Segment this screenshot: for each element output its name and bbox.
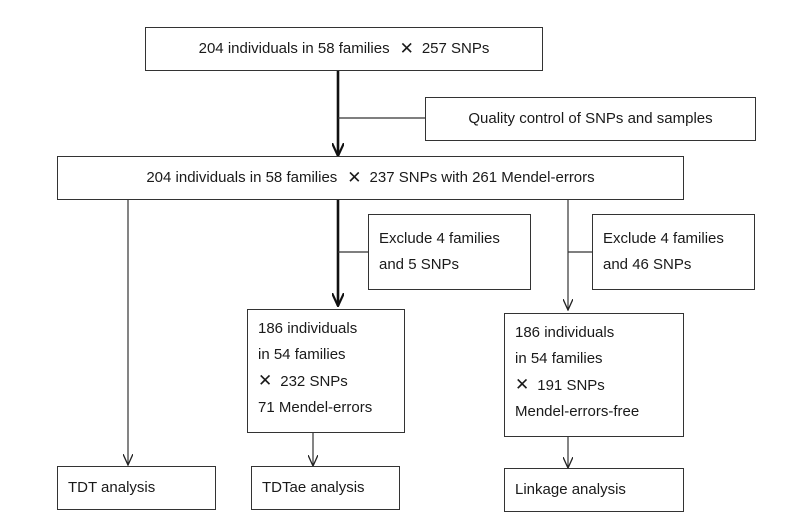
box-tdt-analysis: TDT analysis bbox=[57, 466, 216, 510]
quality-control-label: Quality control of SNPs and samples bbox=[468, 110, 713, 127]
times-icon: ✕ bbox=[399, 39, 414, 58]
exclude-left-line2: and 5 SNPs bbox=[379, 256, 460, 273]
linkage-subset-errors: Mendel-errors-free bbox=[515, 403, 640, 420]
after-qc-snps: 237 SNPs with 261 Mendel-errors bbox=[369, 169, 595, 186]
exclude-left-line1: Exclude 4 families bbox=[379, 230, 500, 247]
box-linkage-subset: 186 individuals in 54 families ✕ 191 SNPs… bbox=[504, 313, 684, 437]
tdtae-analysis-label: TDTae analysis bbox=[262, 479, 365, 496]
after-qc-individuals: 204 individuals in 58 families bbox=[146, 169, 338, 186]
initial-dataset-snps: 257 SNPs bbox=[421, 40, 490, 57]
box-tdtae-subset: 186 individuals in 54 families ✕ 232 SNPs… bbox=[247, 309, 405, 433]
box-after-qc-dataset: 204 individuals in 58 families ✕ 237 SNP… bbox=[57, 156, 684, 200]
box-initial-dataset: 204 individuals in 58 families ✕ 257 SNP… bbox=[145, 27, 543, 71]
times-icon: ✕ bbox=[347, 168, 362, 187]
exclude-right-line1: Exclude 4 families bbox=[603, 230, 724, 247]
tdtae-subset-errors: 71 Mendel-errors bbox=[258, 399, 373, 416]
tdtae-subset-individuals: 186 individuals bbox=[258, 320, 358, 337]
box-exclude-right: Exclude 4 families and 46 SNPs bbox=[592, 214, 755, 290]
linkage-subset-families: in 54 families bbox=[515, 350, 603, 367]
times-icon: ✕ bbox=[258, 371, 273, 390]
times-icon: ✕ bbox=[515, 375, 530, 394]
box-linkage-analysis: Linkage analysis bbox=[504, 468, 684, 512]
linkage-subset-snps: 191 SNPs bbox=[537, 377, 605, 394]
tdtae-subset-snps: 232 SNPs bbox=[280, 373, 348, 390]
tdt-analysis-label: TDT analysis bbox=[68, 479, 156, 496]
initial-dataset-individuals: 204 individuals in 58 families bbox=[198, 40, 390, 57]
tdtae-subset-snps-row: ✕ 232 SNPs bbox=[258, 368, 394, 395]
box-exclude-left: Exclude 4 families and 5 SNPs bbox=[368, 214, 531, 290]
box-tdtae-analysis: TDTae analysis bbox=[251, 466, 400, 510]
linkage-subset-snps-row: ✕ 191 SNPs bbox=[515, 372, 673, 399]
linkage-analysis-label: Linkage analysis bbox=[515, 481, 626, 498]
box-quality-control: Quality control of SNPs and samples bbox=[425, 97, 756, 141]
linkage-subset-individuals: 186 individuals bbox=[515, 324, 615, 341]
tdtae-subset-families: in 54 families bbox=[258, 346, 346, 363]
exclude-right-line2: and 46 SNPs bbox=[603, 256, 692, 273]
